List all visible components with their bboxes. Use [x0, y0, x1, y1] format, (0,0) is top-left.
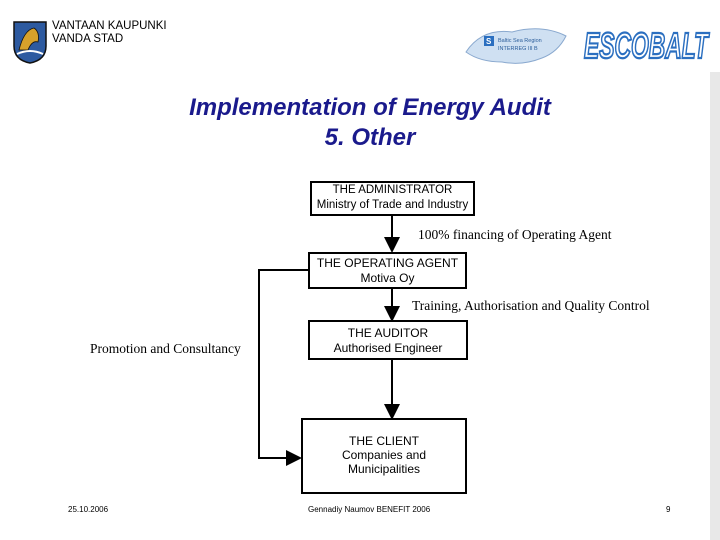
- client-box: THE CLIENT Companies and Municipalities: [301, 418, 467, 494]
- org-name-line1: VANTAAN KAUPUNKI: [52, 20, 167, 32]
- right-edge-shading: [710, 72, 720, 540]
- client-subtitle-1: Companies and: [341, 448, 427, 462]
- interreg-logo: S Baltic Sea Region INTERREG III B: [465, 28, 567, 64]
- svg-text:INTERREG III B: INTERREG III B: [498, 46, 538, 52]
- svg-text:S: S: [486, 37, 492, 46]
- auditor-box: THE AUDITOR Authorised Engineer: [308, 320, 468, 360]
- org-name-line2: VANDA STAD: [52, 33, 124, 45]
- svg-text:ESCOBALT: ESCOBALT: [584, 25, 710, 66]
- operating-agent-box: THE OPERATING AGENT Motiva Oy: [308, 252, 467, 289]
- auditor-subtitle: Authorised Engineer: [333, 341, 443, 355]
- client-title: THE CLIENT: [348, 434, 419, 448]
- promotion-label: Promotion and Consultancy: [90, 341, 241, 356]
- training-label: Training, Authorisation and Quality Cont…: [412, 298, 650, 313]
- operating-agent-title: THE OPERATING AGENT: [316, 256, 459, 270]
- client-subtitle-2: Municipalities: [347, 462, 421, 476]
- administrator-box: THE ADMINISTRATOR Ministry of Trade and …: [310, 181, 475, 216]
- footer-author: Gennadiy Naumov BENEFIT 2006: [308, 505, 431, 514]
- coat-of-arms-icon: [13, 21, 47, 64]
- administrator-title: THE ADMINISTRATOR: [332, 184, 453, 196]
- escobalt-logo: ESCOBALT: [583, 24, 711, 66]
- footer-date: 25.10.2006: [68, 505, 109, 514]
- promotion-bracket: [258, 269, 308, 466]
- page-number: 9: [666, 505, 671, 514]
- auditor-title: THE AUDITOR: [347, 326, 429, 340]
- svg-text:Baltic Sea Region: Baltic Sea Region: [498, 38, 542, 44]
- title-line2: 5. Other: [324, 124, 416, 151]
- operating-agent-subtitle: Motiva Oy: [360, 271, 415, 285]
- financing-label: 100% financing of Operating Agent: [418, 227, 612, 242]
- organization-name: VANTAAN KAUPUNKI VANDA STAD: [52, 20, 167, 46]
- slide-title: Implementation of Energy Audit 5. Other: [0, 93, 720, 153]
- title-line1: Implementation of Energy Audit: [189, 94, 551, 121]
- administrator-subtitle: Ministry of Trade and Industry: [316, 199, 469, 211]
